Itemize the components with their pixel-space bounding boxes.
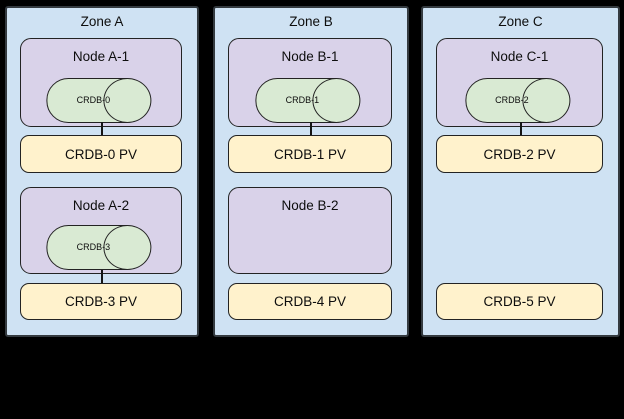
cylinder-cap-icon	[312, 78, 361, 123]
crdb-5-pv-box: CRDB-5 PV	[436, 283, 603, 320]
connector-a1	[101, 122, 103, 136]
crdb-2-pv-label: CRDB-2 PV	[483, 146, 556, 162]
node-b1-title: Node B-1	[281, 49, 339, 64]
crdb-3-pv-box: CRDB-3 PV	[20, 283, 182, 320]
connector-c1	[519, 122, 522, 136]
crdb-0-pv-label: CRDB-0 PV	[64, 146, 137, 162]
node-a2-title: Node A-2	[72, 198, 130, 213]
crdb-0-pod-label: CRDB-0	[76, 95, 111, 105]
connector-b1	[310, 122, 312, 136]
zone-c-title: Zone C	[498, 14, 543, 29]
zone-b-panel: Zone B Node B-1 CRDB-1 CRDB-1 PV Node B-…	[213, 6, 409, 337]
crdb-3-pv-label: CRDB-3 PV	[64, 294, 137, 309]
node-a2-box: Node A-2 CRDB-3	[20, 187, 182, 274]
zone-a-panel: Zone A Node A-1 CRDB-0 CRDB-0 PV Node A-…	[5, 6, 199, 337]
crdb-3-pod-cylinder: CRDB-3	[46, 225, 152, 270]
zone-b-title: Zone B	[289, 14, 333, 29]
crdb-3-pod-label: CRDB-3	[76, 242, 111, 252]
crdb-1-pv-label: CRDB-1 PV	[273, 146, 346, 162]
cylinder-cap-icon	[103, 225, 152, 270]
crdb-0-pv-box: CRDB-0 PV	[20, 135, 182, 173]
crdb-2-pv-box: CRDB-2 PV	[436, 135, 603, 173]
node-b2-title: Node B-2	[281, 198, 339, 213]
node-c1-box: Node C-1 CRDB-2	[436, 38, 603, 127]
cylinder-cap-icon	[103, 78, 152, 123]
crdb-2-pod-label: CRDB-2	[495, 95, 529, 105]
node-a1-box: Node A-1 CRDB-0	[20, 38, 182, 127]
node-a1-title: Node A-1	[72, 49, 130, 64]
crdb-4-pv-box: CRDB-4 PV	[228, 283, 392, 320]
crdb-1-pv-box: CRDB-1 PV	[228, 135, 392, 173]
crdb-1-pod-label: CRDB-1	[285, 95, 320, 105]
node-b2-box: Node B-2	[228, 187, 392, 274]
crdb-5-pv-label: CRDB-5 PV	[483, 294, 556, 309]
crdb-1-pod-cylinder: CRDB-1	[255, 78, 361, 123]
node-b1-box: Node B-1 CRDB-1	[228, 38, 392, 127]
crdb-4-pv-label: CRDB-4 PV	[273, 294, 346, 309]
zone-a-title: Zone A	[80, 14, 124, 29]
crdb-2-pod-cylinder: CRDB-2	[464, 78, 570, 123]
node-c1-title: Node C-1	[490, 49, 549, 64]
zone-c-panel: Zone C Node C-1 CRDB-2 CRDB-2 PV CRDB-5 …	[421, 6, 620, 337]
crdb-0-pod-cylinder: CRDB-0	[46, 78, 152, 123]
connector-a2	[101, 270, 103, 284]
cylinder-cap-icon	[521, 78, 570, 123]
